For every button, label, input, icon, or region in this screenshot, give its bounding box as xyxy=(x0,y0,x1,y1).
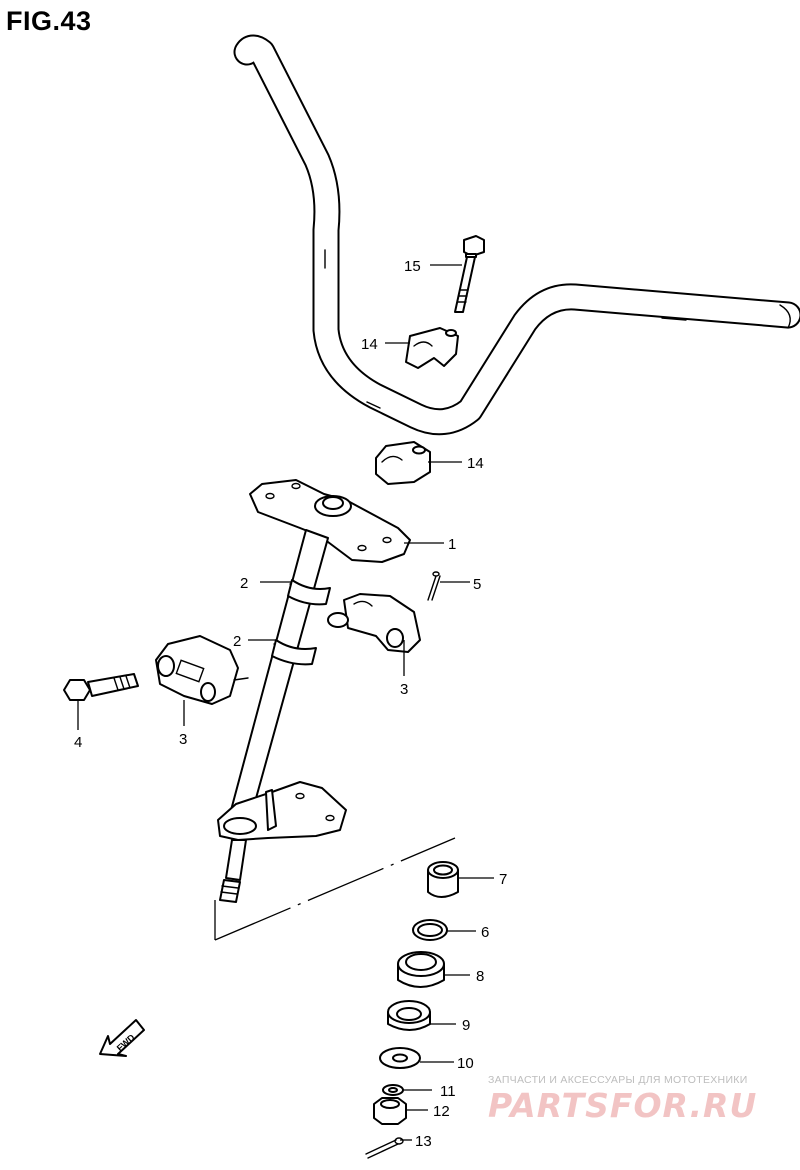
callout-14-lower: 14 xyxy=(467,455,484,472)
callout-11: 11 xyxy=(440,1083,456,1100)
lower-bracket[interactable] xyxy=(217,781,347,903)
watermark-subtitle: ЗАПЧАСТИ И АКСЕССУАРЫ ДЛЯ МОТОТЕХНИКИ xyxy=(488,1074,748,1086)
steering-stem[interactable] xyxy=(229,529,329,821)
race-8[interactable] xyxy=(397,951,445,988)
holder-lower-14[interactable] xyxy=(375,441,431,485)
callout-10: 10 xyxy=(457,1055,474,1072)
cotter-pin-13[interactable] xyxy=(365,1137,404,1159)
callout-8: 8 xyxy=(476,968,484,985)
callout-5: 5 xyxy=(473,576,481,593)
callout-13: 13 xyxy=(415,1133,432,1150)
callout-6: 6 xyxy=(481,924,489,941)
callout-3-right: 3 xyxy=(400,681,408,698)
handlebar[interactable] xyxy=(233,34,800,436)
callout-3-left: 3 xyxy=(179,731,187,748)
watermark-logo: PARTSFOR.RU xyxy=(488,1086,758,1125)
clamp-left-3[interactable] xyxy=(155,635,249,705)
fwd-arrow-icon: FWD xyxy=(99,1019,145,1057)
bolt-4[interactable] xyxy=(63,673,139,701)
callout-12: 12 xyxy=(433,1103,450,1120)
callout-4: 4 xyxy=(74,734,82,751)
callout-1: 1 xyxy=(448,536,456,553)
assembly-line xyxy=(214,837,456,941)
washer-11[interactable] xyxy=(382,1084,404,1096)
callout-15: 15 xyxy=(404,258,421,275)
pin-5[interactable] xyxy=(427,571,441,601)
watermark: ЗАПЧАСТИ И АКСЕССУАРЫ ДЛЯ МОТОТЕХНИКИ PA… xyxy=(488,1074,788,1125)
bushing-2b[interactable] xyxy=(271,639,317,666)
clamp-right-3[interactable] xyxy=(327,593,421,653)
leader-lines xyxy=(77,264,494,1141)
bushing-7[interactable] xyxy=(427,861,459,898)
bushing-2a[interactable] xyxy=(287,579,331,606)
bolt-15[interactable] xyxy=(454,235,485,313)
washer-10[interactable] xyxy=(379,1047,421,1069)
o-ring-6[interactable] xyxy=(412,919,448,941)
callout-7: 7 xyxy=(499,871,507,888)
callout-9: 9 xyxy=(462,1017,470,1034)
callout-14-upper: 14 xyxy=(361,336,378,353)
callout-2-lower: 2 xyxy=(233,633,241,650)
nut-12[interactable] xyxy=(373,1097,407,1125)
upper-bracket-1[interactable] xyxy=(249,479,411,563)
holder-upper-14[interactable] xyxy=(405,327,459,369)
bearing-9[interactable] xyxy=(387,1000,431,1031)
figure-title: FIG.43 xyxy=(6,6,92,36)
callout-labels: 15 14 14 1 2 5 2 3 3 4 7 6 8 9 10 11 12 … xyxy=(74,258,507,1150)
callout-2-upper: 2 xyxy=(240,575,248,592)
